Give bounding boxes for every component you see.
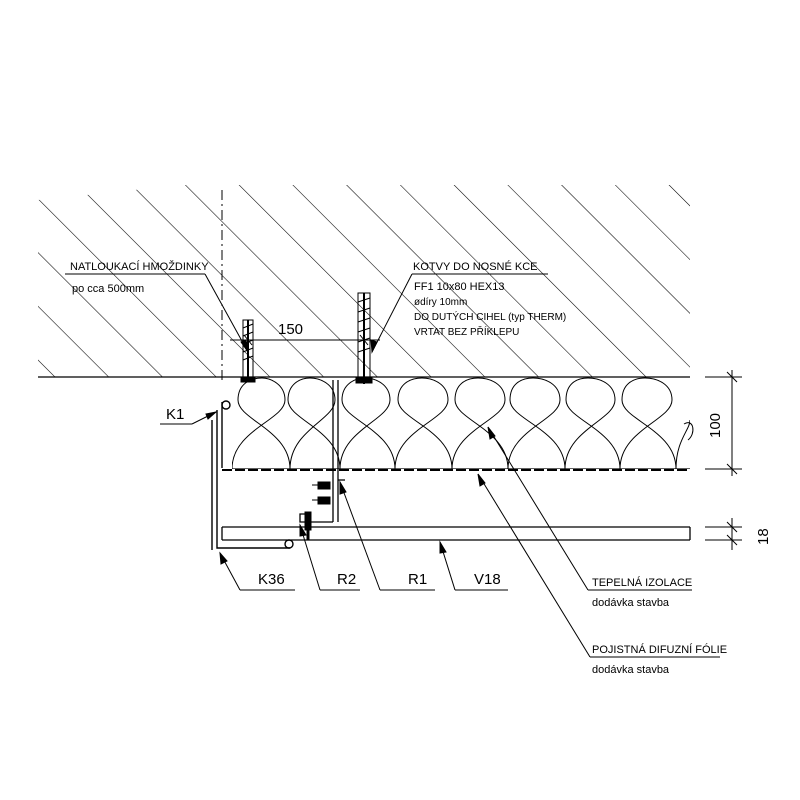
pojistna-title: POJISTNÁ DIFUZNÍ FÓLIE <box>592 643 727 656</box>
label-k1: K1 <box>166 406 184 423</box>
bearing-anchor <box>355 292 373 384</box>
screw-group <box>304 481 331 541</box>
dimension-150 <box>230 334 380 346</box>
leader-pojistna <box>477 473 720 658</box>
natloukaci-spacing: po cca 500mm <box>72 283 144 295</box>
kotvy-line3: DO DUTÝCH CIHEL (typ THERM) <box>414 310 566 323</box>
facade-panel <box>221 526 691 541</box>
label-r1: R1 <box>408 571 427 588</box>
dimension-100 <box>705 370 742 476</box>
dimension-100-text: 100 <box>707 413 724 438</box>
thermal-insulation <box>232 377 690 469</box>
label-k36: K36 <box>258 571 285 588</box>
pojistna-sub: dodávka stavba <box>592 664 670 676</box>
leader-v18 <box>439 540 508 591</box>
leader-k1 <box>160 411 218 425</box>
dimension-18-text: 18 <box>755 528 772 545</box>
kotvy-line4: VRTAT BEZ PŘÍKLEPU <box>414 325 519 338</box>
bracket-profile <box>211 400 294 550</box>
label-v18: V18 <box>474 571 501 588</box>
rail-profile <box>299 380 345 523</box>
dimension-18 <box>705 518 742 550</box>
leader-tepelna <box>487 426 692 591</box>
natloukaci-title: NATLOUKACÍ HMOŽDINKY <box>70 260 209 273</box>
leader-k36 <box>219 551 295 591</box>
tepelna-sub: dodávka stavba <box>592 597 670 609</box>
tepelna-title: TEPELNÁ IZOLACE <box>592 576 692 589</box>
kotvy-line2: ødíry 10mm <box>414 297 467 308</box>
leader-r2 <box>299 523 360 591</box>
leader-natloukaci <box>65 273 249 353</box>
kotvy-title: KOTVY DO NOSNÉ KCE <box>413 260 538 273</box>
label-r2: R2 <box>337 571 356 588</box>
kotvy-spec: FF1 10x80 HEX13 <box>414 281 505 293</box>
leader-r1 <box>339 480 435 591</box>
dimension-150-text: 150 <box>278 321 303 338</box>
leader-kotvy <box>370 273 548 354</box>
